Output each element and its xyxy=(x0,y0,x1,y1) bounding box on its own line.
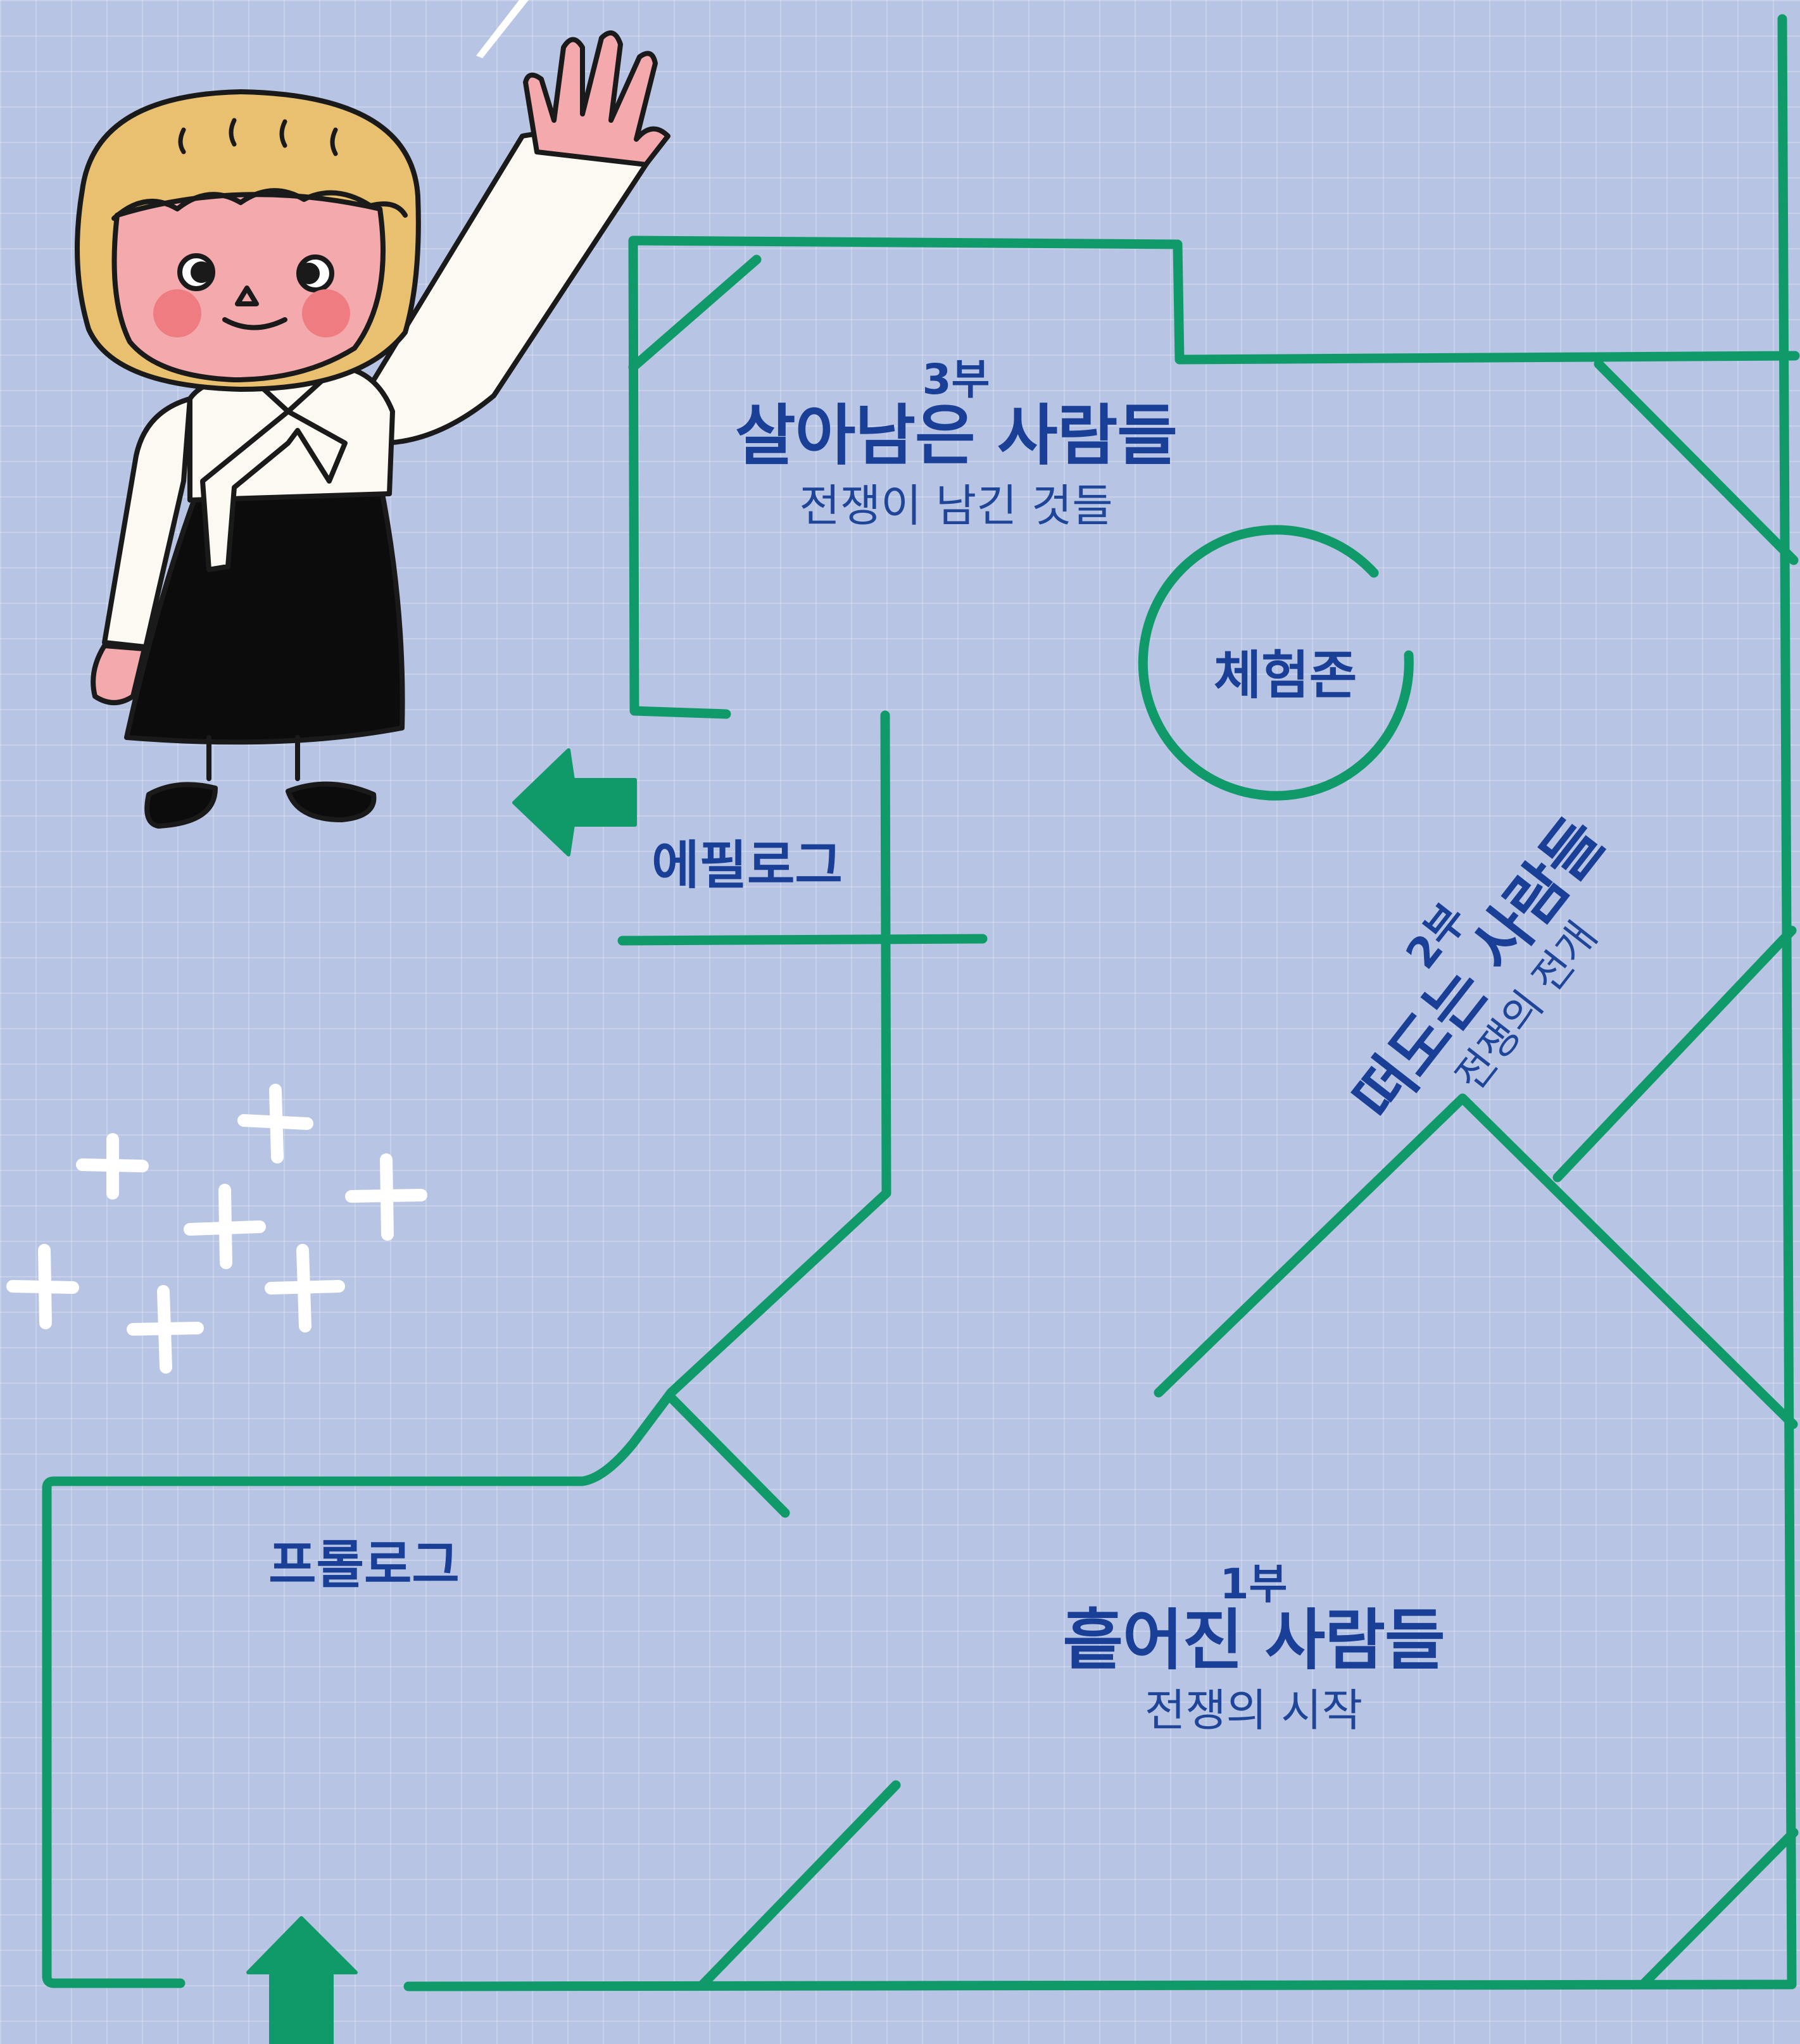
hood-marks xyxy=(178,118,338,156)
part1-diag-low xyxy=(698,1780,901,1990)
skirt xyxy=(124,479,405,745)
epilogue-cross-h xyxy=(617,934,988,946)
prologue-label: 프롤로그 xyxy=(268,1535,460,1595)
pupil-left xyxy=(191,261,212,283)
shoe-right xyxy=(286,781,377,822)
waving-girl-character xyxy=(75,30,670,829)
experience-zone-label: 체험존 xyxy=(1213,646,1357,706)
epilogue-label: 에필로그 xyxy=(651,836,843,896)
entrance-arrow-icon xyxy=(246,1916,358,2044)
sparkle-icon xyxy=(265,1244,345,1332)
part3-subtitle: 전쟁이 남긴 것들 xyxy=(799,480,1113,532)
hood-fringe xyxy=(111,188,408,221)
left-hand xyxy=(91,643,147,705)
pupil-right xyxy=(298,263,320,284)
part1-roof xyxy=(1154,1093,1798,1429)
legs xyxy=(206,735,300,781)
part1-section: 1부 흩어진 사람들 전쟁의 시작 xyxy=(969,1562,1539,1734)
exit-arrow-icon xyxy=(512,748,637,856)
part1-title: 흩어진 사람들 xyxy=(1062,1602,1445,1679)
part1-diag-corner xyxy=(1638,1828,1799,1990)
sparkle-icon xyxy=(127,1285,204,1374)
sparkle-icon xyxy=(237,1084,313,1163)
part3-section: 3부 살아남은 사람들 전쟁이 남긴 것들 xyxy=(684,358,1228,530)
cheek-right xyxy=(302,289,350,337)
part3-number: 3부 xyxy=(922,355,990,404)
cheek-left xyxy=(153,289,201,337)
sparkle-icon xyxy=(184,1184,266,1269)
part2-diag-right xyxy=(1552,925,1797,1182)
part1-number: 1부 xyxy=(1219,1560,1288,1608)
right-outer-wall xyxy=(403,14,1797,1991)
part3-corner xyxy=(628,254,762,372)
nose xyxy=(235,285,259,306)
sparkle-icon xyxy=(345,1153,427,1241)
prologue-inner xyxy=(667,1394,790,1518)
waving-hand xyxy=(523,30,670,167)
sparkle-group xyxy=(6,1084,427,1374)
part2-diag-top xyxy=(1594,359,1799,565)
sparkle-icon xyxy=(76,1133,149,1200)
floor-walls xyxy=(42,14,1800,1991)
part3-wall xyxy=(628,235,1800,719)
part1-subtitle: 전쟁의 시작 xyxy=(1144,1684,1363,1737)
part3-title: 살아남은 사람들 xyxy=(735,397,1178,475)
sparkle-icon xyxy=(6,1244,79,1329)
exp-circle xyxy=(1138,525,1414,801)
outer-wall-bottom xyxy=(42,710,891,1988)
mouth xyxy=(222,317,287,330)
speech-mark xyxy=(476,0,529,58)
left-arm xyxy=(102,396,192,649)
shoe-left xyxy=(144,782,218,829)
